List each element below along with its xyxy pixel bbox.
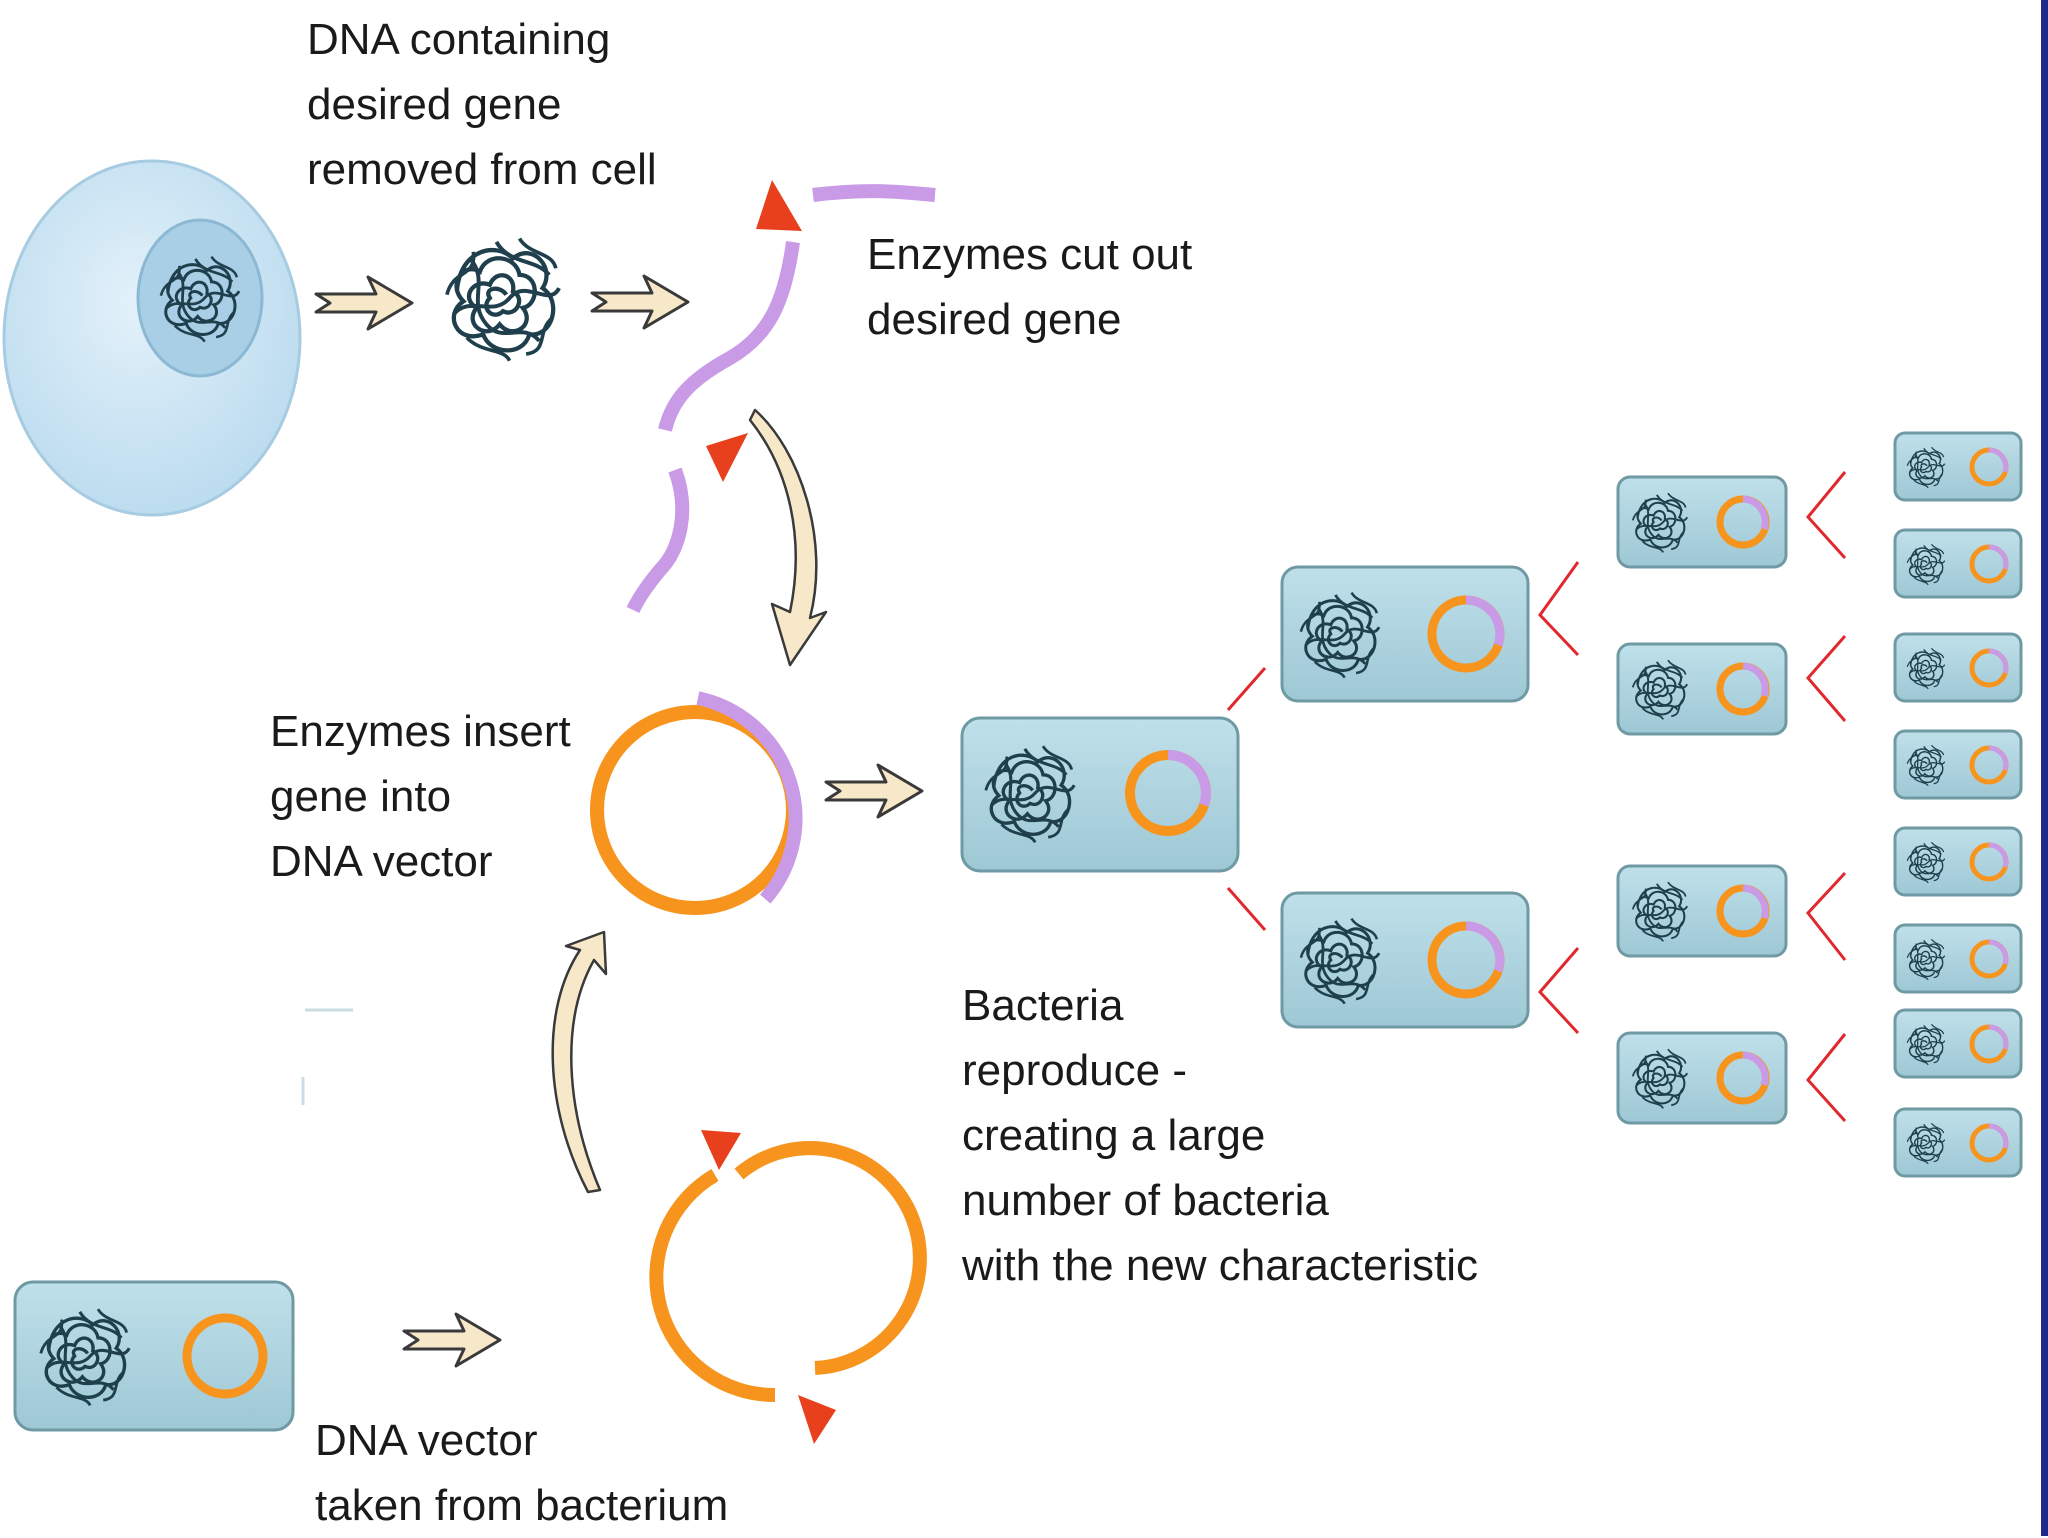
recombinant-plasmid bbox=[590, 691, 803, 915]
bacterium bbox=[1893, 431, 2023, 502]
arrow-vector-to-bacterium bbox=[824, 763, 924, 819]
arrow-cell-to-dna bbox=[314, 275, 414, 331]
faint-artifact-marks bbox=[301, 1008, 353, 1105]
bacterium bbox=[1893, 1008, 2023, 1079]
arrow-gene-to-vector bbox=[748, 408, 828, 667]
cell-nucleus bbox=[136, 218, 264, 378]
arrow-vector-up bbox=[551, 930, 608, 1194]
cut-marker-icon bbox=[798, 1395, 836, 1444]
caption-dna-vector: DNA vector taken from bacterium bbox=[315, 1416, 729, 1530]
bacterium bbox=[1616, 642, 1788, 736]
source-bacterium bbox=[13, 1280, 295, 1432]
transformed-bacterium bbox=[960, 716, 1240, 873]
bacterium bbox=[1616, 475, 1788, 569]
open-vector-plasmid bbox=[649, 1130, 927, 1444]
bacteria-generation-4 bbox=[1893, 431, 2023, 1178]
inserted-gene-segment bbox=[696, 691, 803, 904]
cut-marker-icon bbox=[706, 433, 748, 482]
division-lines-gen3 bbox=[1806, 471, 1847, 1123]
caption-enzymes-cut: Enzymes cut out desired gene bbox=[867, 230, 1193, 344]
dna-strand-upper bbox=[812, 184, 936, 202]
bacterium bbox=[1893, 632, 2023, 703]
bacterium bbox=[1616, 1031, 1788, 1125]
plasmid bbox=[182, 1313, 268, 1399]
desired-gene-segment bbox=[658, 241, 800, 432]
bacterium bbox=[1893, 729, 2023, 800]
bacteria-generation-3 bbox=[1616, 475, 1788, 1125]
caption-dna-removed: DNA containing desired gene removed from… bbox=[307, 15, 657, 194]
animal-cell bbox=[2, 159, 302, 517]
bacteria-generation-2 bbox=[1280, 565, 1530, 1029]
bacterium bbox=[1893, 923, 2023, 994]
division-lines-gen2 bbox=[1537, 561, 1580, 1035]
cut-marker-icon bbox=[701, 1130, 741, 1170]
dna-strand-lower bbox=[626, 467, 690, 614]
division-lines-gen1 bbox=[1226, 667, 1267, 931]
arrow-dna-to-gene bbox=[590, 274, 690, 330]
caption-bacteria-reproduce: Bacteria reproduce - creating a large nu… bbox=[962, 981, 1478, 1290]
bacterium bbox=[1280, 565, 1530, 703]
bacterium bbox=[1280, 891, 1530, 1029]
arrow-bacterium-to-vector bbox=[402, 1312, 502, 1368]
caption-enzymes-insert: Enzymes insert gene into DNA vector bbox=[270, 707, 571, 886]
bacterium bbox=[1616, 864, 1788, 958]
right-edge-bar bbox=[2041, 0, 2048, 1536]
bacterium bbox=[1893, 826, 2023, 897]
cut-dna-strand bbox=[626, 180, 936, 614]
extracted-dna bbox=[447, 239, 559, 361]
bacterium bbox=[1893, 1107, 2023, 1178]
cut-marker-icon bbox=[756, 180, 802, 231]
bacterium bbox=[1893, 528, 2023, 599]
